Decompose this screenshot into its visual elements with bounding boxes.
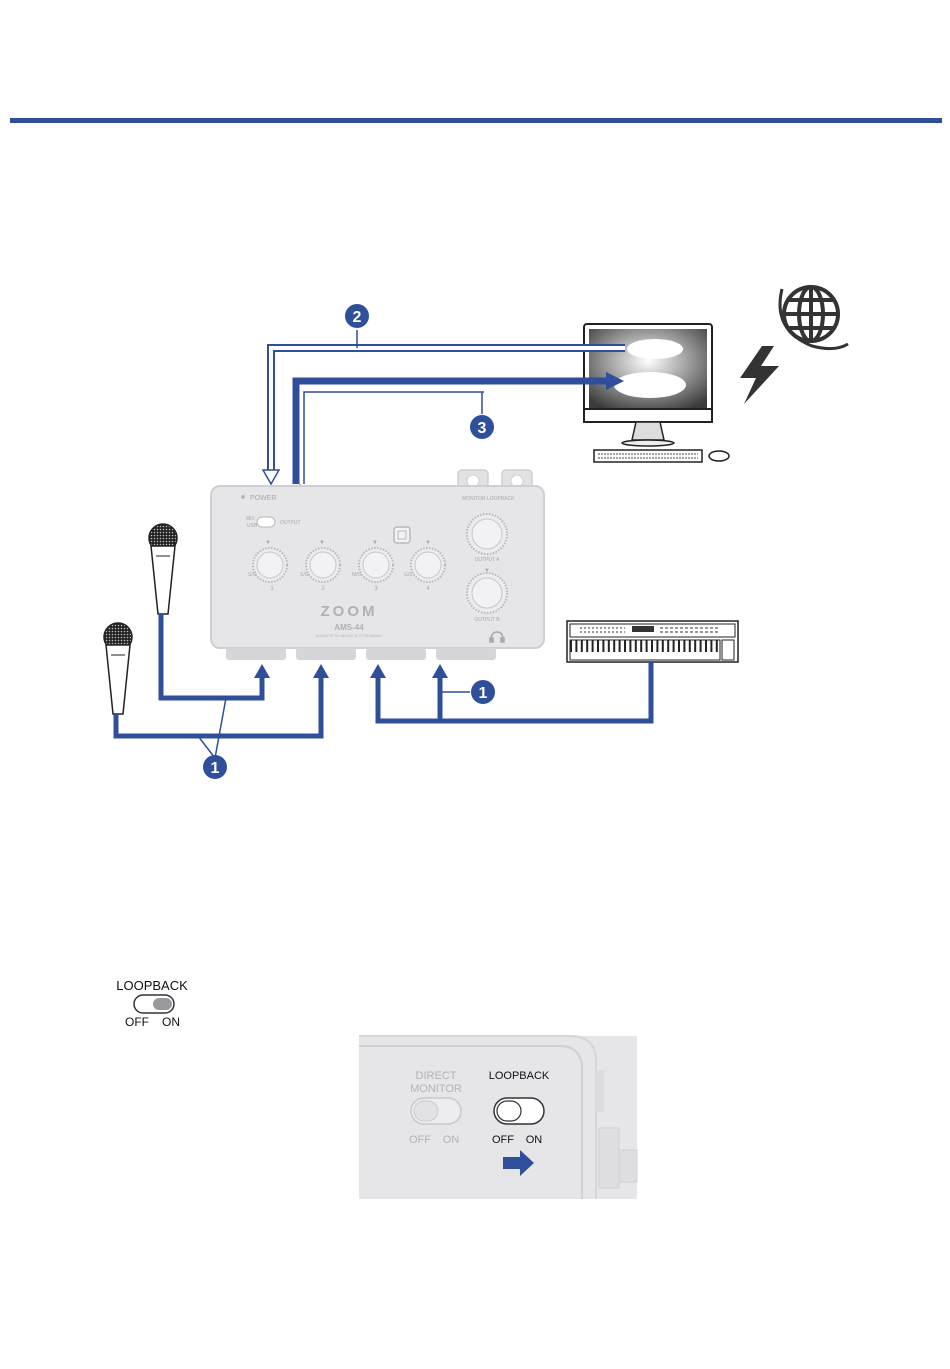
globe-icon — [780, 287, 848, 349]
lightning-icon — [740, 346, 779, 404]
svg-text:MIX: MIX — [246, 516, 256, 522]
svg-text:▼: ▼ — [265, 540, 271, 546]
svg-text:▼: ▼ — [425, 540, 431, 546]
audio-interface-device: POWER MIX USB OUTPUT MONITOR LOOPBACK ▼ … — [211, 470, 544, 660]
svg-text:ON: ON — [443, 1134, 460, 1146]
svg-text:OUTPUT A: OUTPUT A — [475, 557, 501, 563]
svg-text:1: 1 — [479, 685, 488, 702]
callout-badge-1: 1 — [471, 680, 495, 704]
keyboard-instrument-icon — [567, 621, 738, 662]
svg-text:OFF: OFF — [492, 1134, 514, 1146]
svg-text:2: 2 — [353, 309, 362, 326]
model-name: AMS-44 — [334, 623, 364, 632]
svg-text:DIRECT: DIRECT — [416, 1070, 457, 1082]
cable-send-3 — [296, 372, 624, 484]
svg-text:MONITOR: MONITOR — [410, 1083, 462, 1095]
svg-text:OUTPUT B: OUTPUT B — [474, 617, 500, 623]
callout-leaders — [198, 692, 470, 758]
svg-text:S/G: S/G — [248, 572, 257, 578]
power-label: POWER — [250, 495, 276, 502]
callout-badge-3: 3 — [470, 415, 494, 439]
svg-text:1: 1 — [211, 760, 220, 777]
svg-text:▼: ▼ — [372, 540, 378, 546]
callout-badge-2: 2 — [345, 304, 369, 328]
computer-monitor-icon — [584, 324, 712, 446]
svg-text:3: 3 — [478, 420, 487, 437]
loopback-switch-legend: LOOPBACK OFF ON — [116, 978, 188, 1029]
svg-text:LOOPBACK: LOOPBACK — [116, 978, 188, 993]
computer-keyboard-icon — [594, 450, 729, 462]
svg-text:LOOPBACK: LOOPBACK — [489, 1070, 550, 1082]
svg-text:ON: ON — [162, 1015, 180, 1029]
svg-text:S/G: S/G — [300, 572, 309, 578]
svg-text:G/S: G/S — [404, 572, 413, 578]
brand-logo: ZOOM — [321, 603, 378, 620]
monitor-loopback-label: MONITOR LOOPBACK — [462, 496, 515, 502]
switch-label-right: OUTPUT — [280, 520, 301, 526]
svg-text:M/G: M/G — [352, 572, 362, 578]
cable-arrowheads — [254, 664, 448, 678]
microphone-icon — [104, 623, 132, 714]
svg-text:OFF: OFF — [409, 1134, 431, 1146]
svg-text:USB: USB — [247, 523, 258, 529]
cable-return-2 — [263, 348, 625, 484]
device-side-detail: DIRECT MONITOR OFF ON LOOPBACK OFF ON — [359, 1036, 637, 1199]
svg-text:OFF: OFF — [125, 1015, 149, 1029]
microphone-icon — [149, 524, 177, 614]
svg-text:ON: ON — [526, 1134, 543, 1146]
model-subtitle: AUDIO I/F for MUSIC & STREAMING — [316, 633, 383, 638]
svg-text:▼: ▼ — [319, 540, 325, 546]
callout-badge-1b: 1 — [203, 755, 227, 779]
